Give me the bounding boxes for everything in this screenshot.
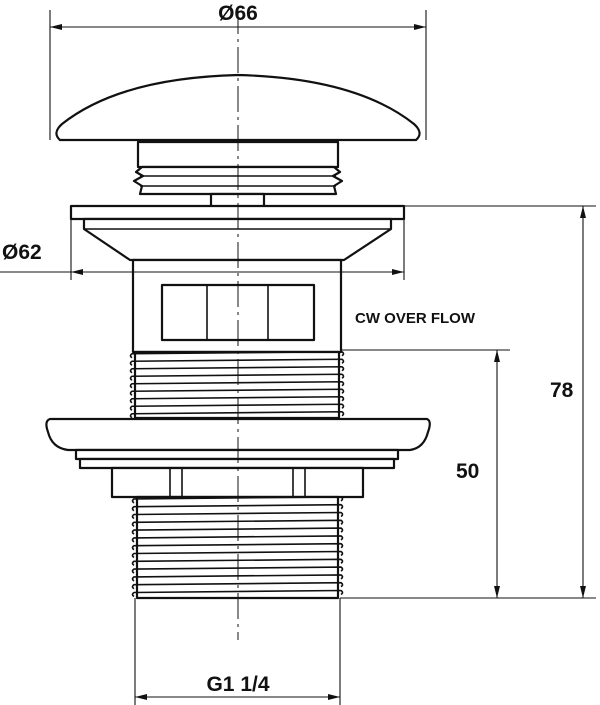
upper-thread [129,350,345,420]
thread-line [129,365,345,374]
dimension-thread-size [134,598,341,705]
overflow-label: CW OVER FLOW [355,310,476,327]
thread-line [131,542,344,551]
thread-size-label: G1 1/4 [206,673,269,696]
dimension-flange-diameter [0,219,405,280]
overflow-body [131,258,343,354]
thread-line [129,358,345,366]
cap-diameter-label: Ø66 [218,2,258,25]
thread-line [129,395,345,404]
thread-line [129,410,345,419]
thread-line [129,380,345,389]
thread-line [131,503,344,512]
flange-diameter-label: Ø62 [2,241,42,264]
overall-height-label: 78 [550,379,574,402]
dimension-overall-height [340,205,596,599]
thread-line [131,550,344,559]
dimension-cap-diameter [49,10,427,140]
dimension-thread-height [341,349,510,598]
thread-line [131,581,344,590]
thread-line [131,511,344,520]
thread-line [131,589,344,598]
thread-line [129,403,345,411]
thread-line [129,350,345,359]
thread-line [129,373,345,381]
thread-height-label: 50 [456,460,479,483]
thread-line [129,388,345,396]
